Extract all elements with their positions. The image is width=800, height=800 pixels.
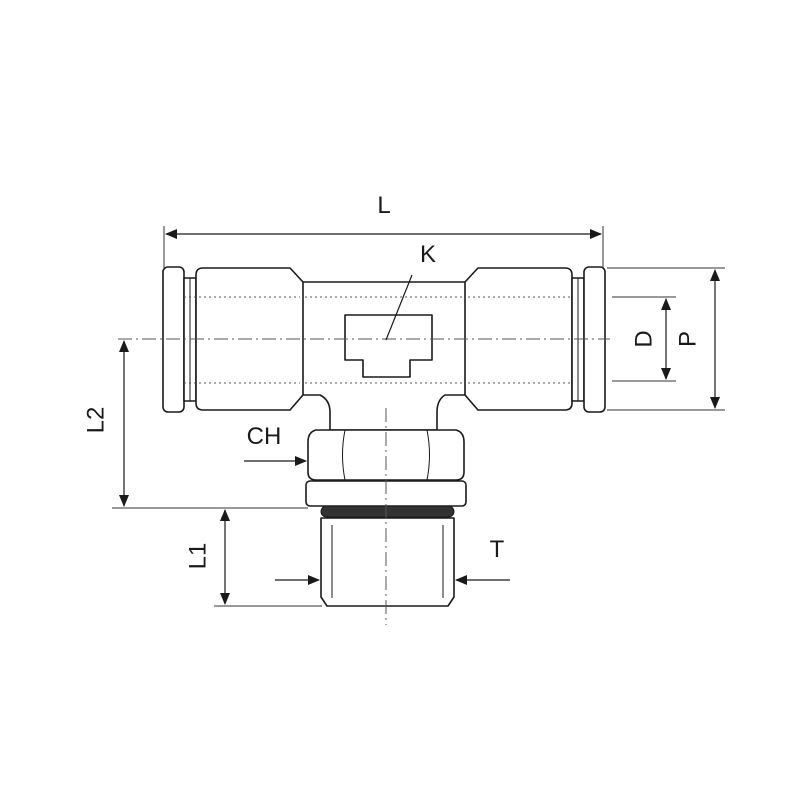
dimension-t: T	[275, 536, 510, 585]
label-t: T	[490, 536, 505, 563]
dimension-l2: L2	[82, 340, 308, 509]
o-ring	[320, 505, 455, 518]
dimension-l1: L1	[184, 507, 322, 607]
label-l2: L2	[82, 407, 109, 434]
label-d: D	[630, 330, 657, 347]
dimension-p: P	[607, 267, 725, 411]
threaded-stem	[320, 517, 455, 607]
k-marking-recess	[344, 314, 433, 378]
dimension-l: L	[163, 192, 604, 268]
hex-nut	[307, 429, 465, 481]
label-p: P	[674, 331, 701, 347]
label-k: K	[420, 241, 436, 268]
dimension-k: K	[385, 241, 436, 341]
right-collet-sleeve	[464, 267, 585, 411]
label-l: L	[377, 192, 390, 219]
label-l1: L1	[184, 543, 211, 570]
label-ch: CH	[247, 423, 282, 450]
dimension-ch: CH	[244, 423, 307, 466]
dimension-d: D	[612, 296, 676, 382]
